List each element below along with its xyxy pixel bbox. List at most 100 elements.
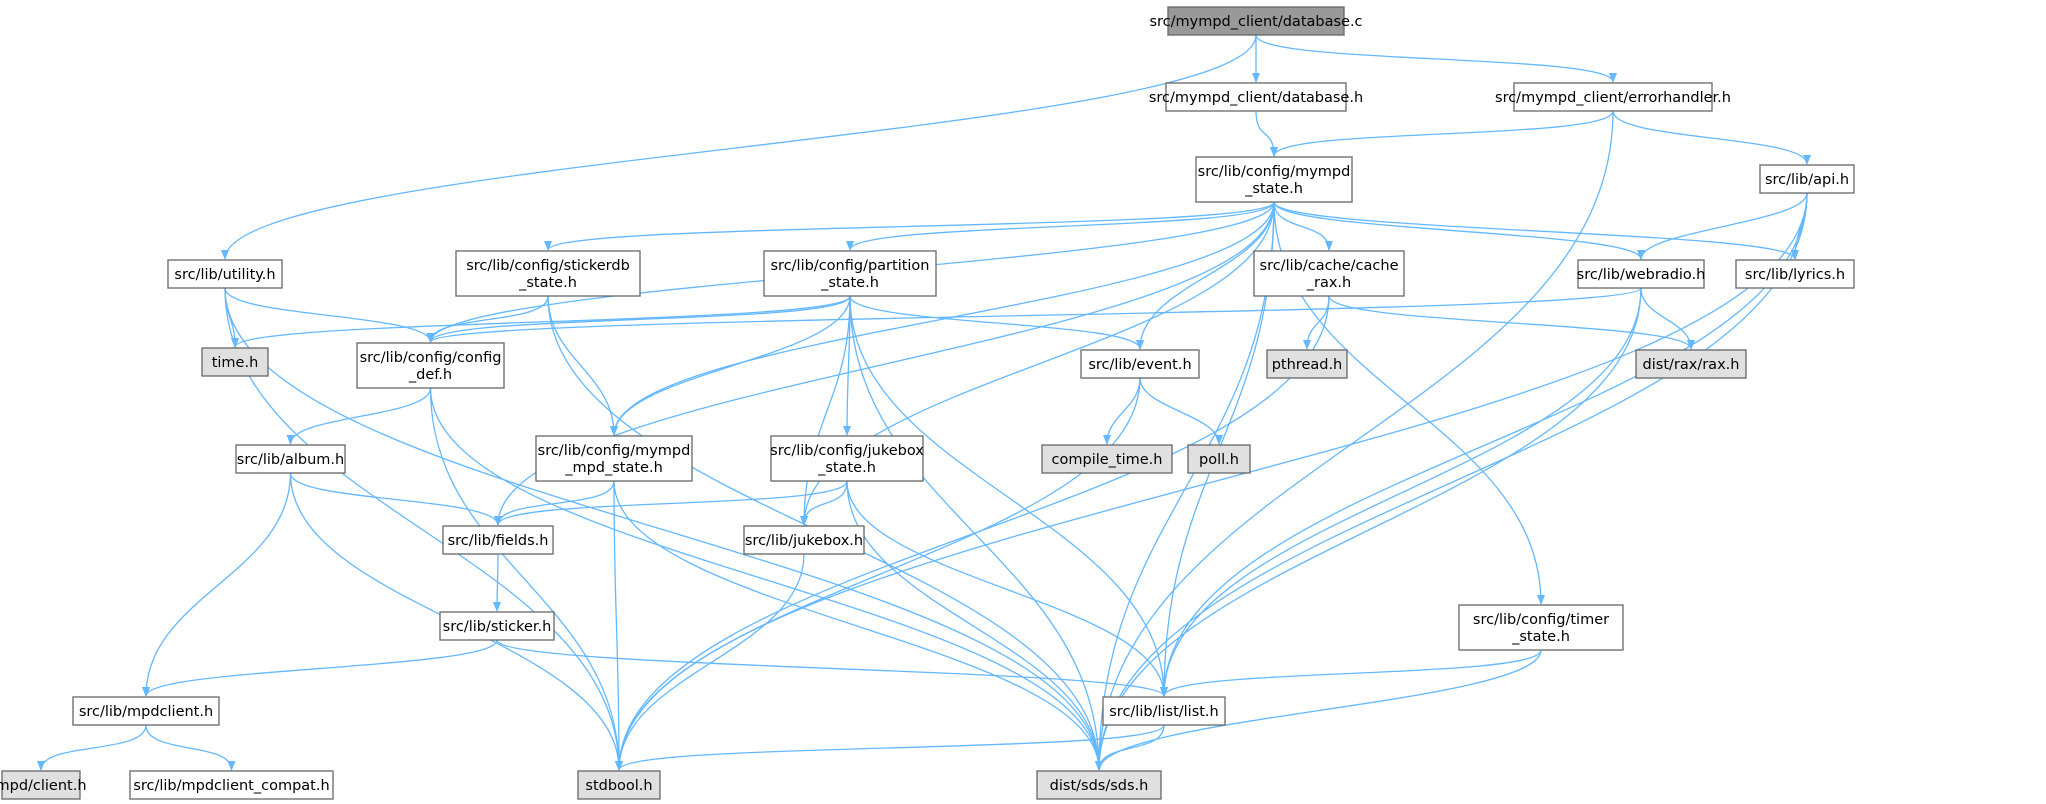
node-sds-h: dist/sds/sds.h [1036, 770, 1162, 800]
node-label: src/lib/cache/cache [1260, 258, 1399, 274]
node-box [167, 259, 283, 289]
node-box [1735, 259, 1855, 289]
node-errorhandler-h[interactable]: src/mympd_client/errorhandler.h [1495, 82, 1731, 112]
node-box [1458, 604, 1624, 651]
node-poll-h: poll.h [1187, 444, 1251, 474]
node-webradio-h[interactable]: src/lib/webradio.h [1577, 259, 1706, 289]
node-box [1102, 696, 1226, 726]
edge-mympd_mpd_state_h-to-fields_h [494, 480, 615, 526]
node-label: src/lib/config/partition [771, 258, 930, 274]
node-label: src/lib/list/list.h [1109, 704, 1218, 720]
edge-list_h-to-sds_h [1095, 724, 1165, 771]
edge-webradio_h-to-sds_h [1095, 287, 1642, 771]
node-box [1, 770, 81, 800]
node-list-h[interactable]: src/lib/list/list.h [1102, 696, 1226, 726]
node-box [356, 342, 505, 389]
node-label: dist/rax/rax.h [1643, 357, 1740, 373]
node-sticker-h[interactable]: src/lib/sticker.h [439, 611, 555, 641]
node-compile-time-h: compile_time.h [1041, 444, 1173, 474]
node-jukebox-h[interactable]: src/lib/jukebox.h [743, 525, 865, 555]
node-box [72, 696, 220, 726]
node-label: src/lib/webradio.h [1577, 267, 1706, 283]
node-database-h[interactable]: src/mympd_client/database.h [1149, 82, 1363, 112]
node-label: src/lib/mpdclient.h [79, 704, 213, 720]
node-fields-h[interactable]: src/lib/fields.h [442, 525, 554, 555]
node-api-h[interactable]: src/lib/api.h [1759, 164, 1855, 194]
node-partition-state-h[interactable]: src/lib/config/partition_state.h [763, 250, 937, 297]
node-mympd-mpd-state-h[interactable]: src/lib/config/mympd_mpd_state.h [535, 435, 693, 482]
node-label: src/lib/jukebox.h [745, 533, 863, 549]
node-timer-state-h[interactable]: src/lib/config/timer_state.h [1458, 604, 1624, 651]
node-label: src/lib/lyrics.h [1745, 267, 1845, 283]
edge-partition_state_h-to-config_def_h [426, 295, 851, 343]
edge-api_h-to-sds_h [1095, 192, 1808, 771]
edge-database_c-to-utility_h [221, 34, 1257, 260]
node-mpd-client-h: mpd/client.h [0, 770, 87, 800]
node-utility-h[interactable]: src/lib/utility.h [167, 259, 283, 289]
edge-timer_state_h-to-list_h [1160, 649, 1542, 697]
node-label: src/lib/event.h [1088, 357, 1191, 373]
node-mympd-state-h[interactable]: src/lib/config/mympd_state.h [1195, 156, 1353, 203]
edge-database_h-to-mympd_state_h [1255, 110, 1278, 157]
dependency-edges [37, 34, 1811, 771]
node-event-h[interactable]: src/lib/event.h [1080, 349, 1200, 379]
node-label: time.h [212, 355, 259, 371]
node-mpdclient-compat-h[interactable]: src/lib/mpdclient_compat.h [129, 770, 334, 800]
edge-partition_state_h-to-time_h [231, 295, 851, 348]
node-database-c[interactable]: src/mympd_client/database.c [1149, 6, 1363, 36]
edge-sticker_h-to-list_h [496, 639, 1168, 697]
node-box [1577, 259, 1705, 289]
edge-fields_h-to-sticker_h [493, 553, 502, 612]
node-label: src/lib/mpdclient_compat.h [133, 778, 329, 794]
edge-webradio_h-to-rax_h [1640, 287, 1695, 350]
edge-mympd_state_h-to-sds_h [1095, 201, 1275, 771]
edge-list_h-to-stdbool_h [615, 724, 1165, 771]
node-label: _def.h [408, 367, 452, 383]
node-box [1513, 82, 1713, 112]
node-box [455, 250, 641, 297]
node-stickerdb-state-h[interactable]: src/lib/config/stickerdb_state.h [455, 250, 641, 297]
node-mpdclient-h[interactable]: src/lib/mpdclient.h [72, 696, 220, 726]
node-label: src/lib/config/mympd [538, 443, 691, 459]
node-box [1635, 349, 1747, 379]
edge-utility_h-to-config_def_h [224, 287, 435, 343]
node-label: _state.h [518, 275, 577, 291]
node-label: src/lib/config/stickerdb [466, 258, 630, 274]
edge-event_h-to-compile_time_h [1103, 377, 1141, 445]
edge-mympd_state_h-to-cache_rax_h [1273, 201, 1333, 251]
node-box [1167, 6, 1345, 36]
node-album-h[interactable]: src/lib/album.h [235, 444, 346, 474]
node-label: src/lib/album.h [237, 452, 344, 468]
node-box [763, 250, 937, 297]
edge-jukebox_state_h-to-jukebox_h [800, 480, 848, 526]
node-label: _state.h [817, 460, 876, 476]
node-label: _rax.h [1306, 275, 1351, 291]
edge-mympd_mpd_state_h-to-stdbool_h [613, 480, 623, 771]
edge-mympd_state_h-to-webradio_h [1273, 201, 1645, 260]
node-cache-rax-h[interactable]: src/lib/cache/cache_rax.h [1253, 250, 1405, 297]
edge-partition_state_h-to-list_h [849, 295, 1168, 697]
node-box [1195, 156, 1353, 203]
node-label: src/mympd_client/database.c [1149, 14, 1362, 30]
node-box [1759, 164, 1855, 194]
node-box [129, 770, 334, 800]
node-box [1266, 349, 1348, 379]
node-box [1253, 250, 1405, 297]
node-label: _state.h [1511, 629, 1570, 645]
edge-config_def_h-to-stdbool_h [429, 387, 623, 771]
node-time-h: time.h [201, 347, 269, 377]
node-box [1165, 82, 1347, 112]
node-label: src/mympd_client/errorhandler.h [1495, 90, 1731, 106]
edge-jukebox_h-to-stdbool_h [615, 553, 805, 771]
node-jukebox-state-h[interactable]: src/lib/config/jukebox_state.h [770, 435, 924, 482]
edge-errorhandler_h-to-mympd_state_h [1270, 110, 1614, 157]
edge-webradio_h-to-list_h [1160, 287, 1642, 697]
edge-config_def_h-to-sds_h [429, 387, 1103, 771]
node-box [442, 525, 554, 555]
edge-jukebox_state_h-to-fields_h [494, 480, 848, 526]
edge-partition_state_h-to-jukebox_h [800, 295, 851, 526]
node-lyrics-h[interactable]: src/lib/lyrics.h [1735, 259, 1855, 289]
edge-jukebox_state_h-to-sds_h [846, 480, 1103, 771]
node-config-def-h[interactable]: src/lib/config/config_def.h [356, 342, 505, 389]
